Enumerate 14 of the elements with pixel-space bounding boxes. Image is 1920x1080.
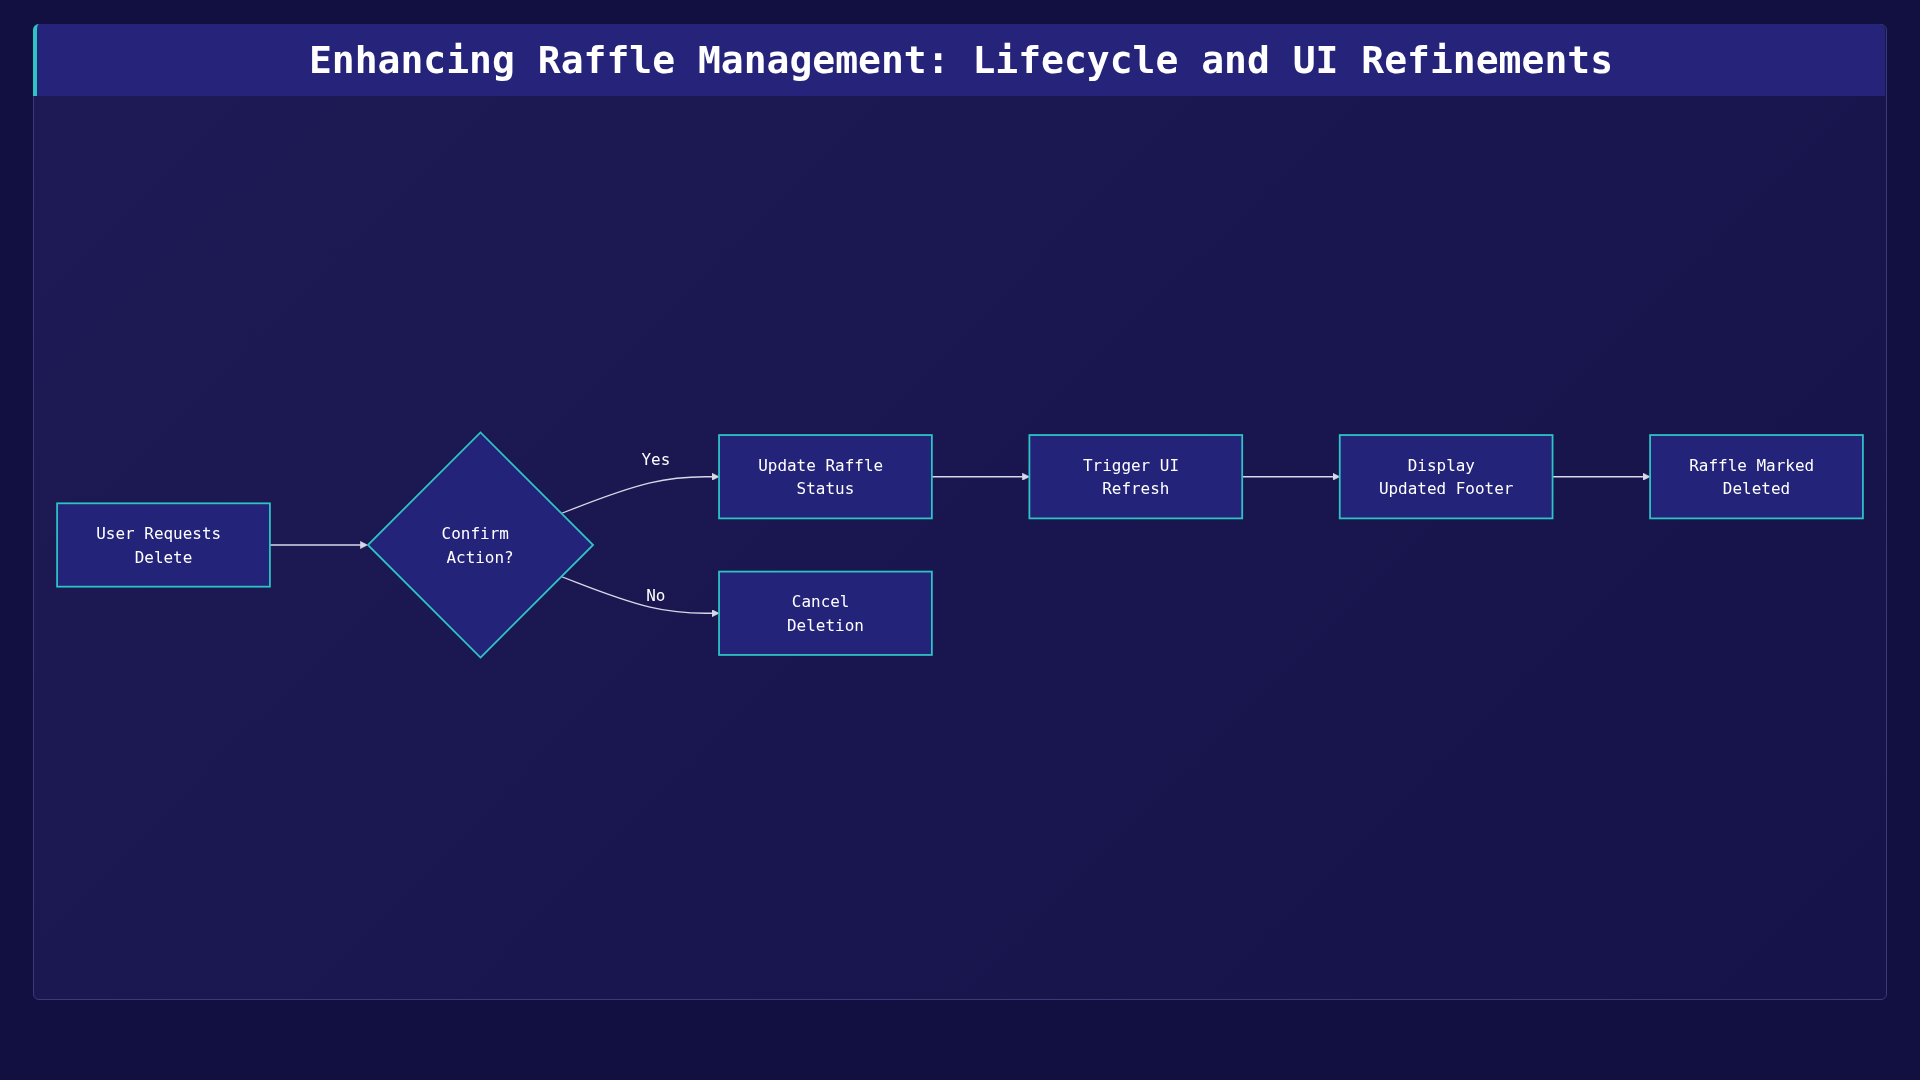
node-box: Display Updated Footer bbox=[1338, 434, 1554, 520]
arrow bbox=[560, 472, 720, 515]
node-box: Trigger UI Refresh bbox=[1028, 434, 1244, 520]
edge-label: No bbox=[646, 586, 666, 605]
edge-label: Yes bbox=[641, 449, 671, 469]
node-box: Cancel Deletion bbox=[718, 570, 933, 656]
arrow bbox=[931, 472, 1030, 481]
title: Enhancing Raffle Management: Lifecycle and UI Refinements bbox=[33, 24, 1885, 96]
node-box: Update Raffle Status bbox=[718, 434, 933, 520]
node-box: Raffle Marked Deleted bbox=[1649, 434, 1864, 520]
arrow bbox=[269, 541, 368, 549]
node-diamond: Confirm Action? bbox=[366, 431, 595, 659]
node-box: User Requests Delete bbox=[56, 502, 271, 588]
arrow bbox=[560, 575, 720, 618]
